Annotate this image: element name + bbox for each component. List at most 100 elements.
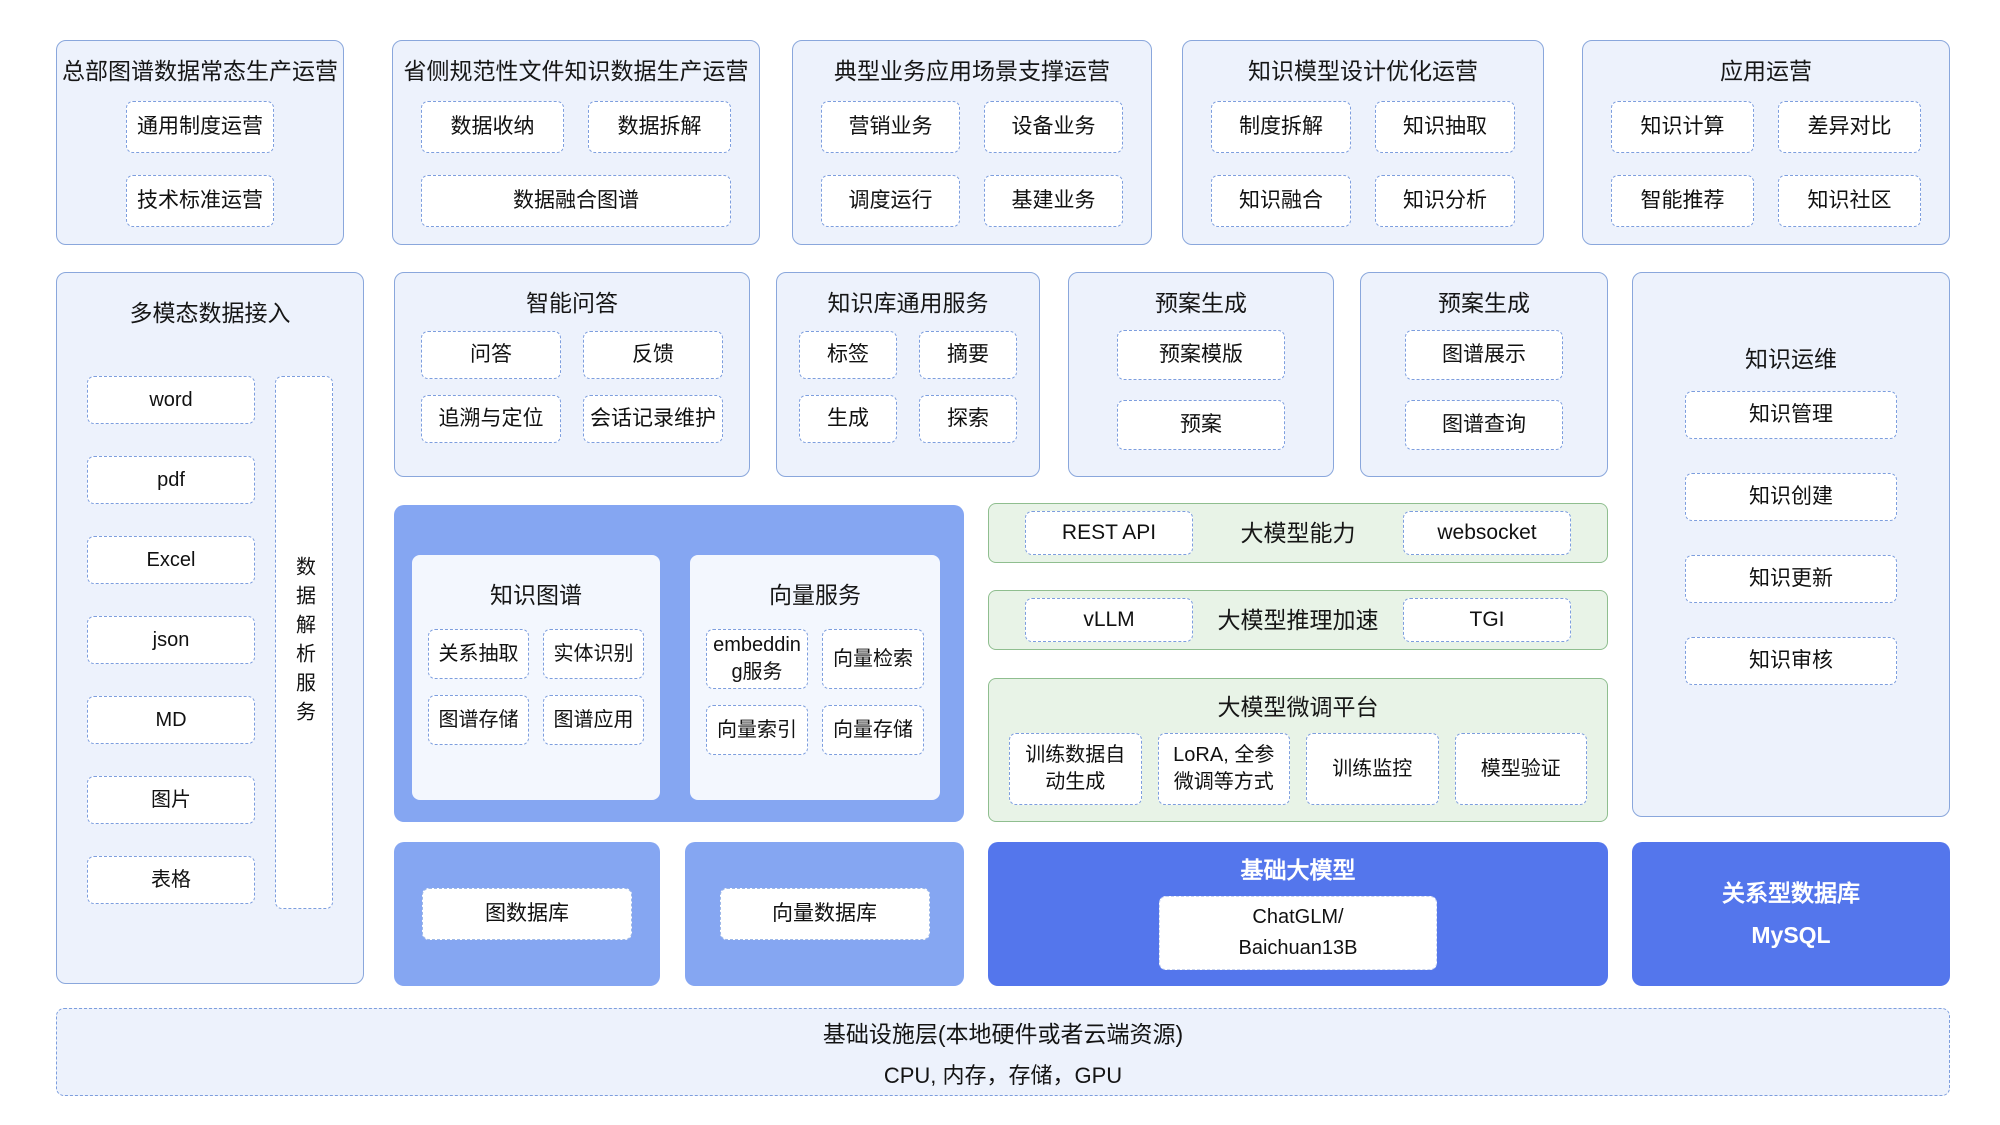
- chip: 制度拆解: [1211, 101, 1351, 153]
- panel-province-doc-production: 省侧规范性文件知识数据生产运营 数据收纳 数据拆解 数据融合图谱: [392, 40, 760, 245]
- chip-row: 训练数据自动生成 LoRA, 全参微调等方式 训练监控 模型验证: [989, 723, 1607, 805]
- panel-title: 多模态数据接入: [129, 300, 291, 326]
- panel-title: 典型业务应用场景支撑运营: [834, 58, 1110, 84]
- base-llm-box: 基础大模型 ChatGLM/ Baichuan13B: [988, 842, 1608, 986]
- chip-grid: embedding服务 向量检索 向量索引 向量存储: [690, 611, 940, 755]
- infra-resources: CPU, 内存，存储，GPU: [883, 1062, 1123, 1088]
- bar-title: 大模型微调平台: [1217, 694, 1379, 720]
- chip: 图数据库: [422, 888, 632, 940]
- panel-title: 预案生成: [1155, 290, 1247, 316]
- chip: Excel: [87, 536, 255, 584]
- chip: MD: [87, 696, 255, 744]
- panel-kb-common-services: 知识库通用服务 标签 摘要 生成 探索: [776, 272, 1040, 477]
- chip: 向量存储: [822, 705, 924, 755]
- chip: 图片: [87, 776, 255, 824]
- chip: 追溯与定位: [421, 395, 561, 443]
- chip: 生成: [799, 395, 897, 443]
- subpanel-title: 向量服务: [769, 582, 861, 608]
- chip: TGI: [1403, 598, 1571, 642]
- panel-title: 总部图谱数据常态生产运营: [62, 58, 338, 84]
- chip: 预案: [1116, 400, 1286, 450]
- box-title: MySQL: [1751, 922, 1831, 948]
- chip: 基建业务: [984, 175, 1123, 227]
- panel-title: 知识库通用服务: [827, 290, 989, 316]
- chip: 向量数据库: [719, 888, 930, 940]
- chip: word: [87, 376, 255, 424]
- chip: 知识计算: [1611, 101, 1754, 153]
- bar-title: 大模型推理加速: [1217, 607, 1379, 633]
- chip: 图谱展示: [1405, 330, 1563, 380]
- kg-vector-container: 知识图谱 关系抽取 实体识别 图谱存储 图谱应用 向量服务 embedding服…: [394, 505, 964, 822]
- chip-grid: 知识计算 差异对比 智能推荐 知识社区: [1583, 87, 1949, 227]
- chip-grid: 问答 反馈 追溯与定位 会话记录维护: [395, 319, 749, 443]
- model-name-line: Baichuan13B: [1238, 937, 1358, 959]
- panel-title: 省侧规范性文件知识数据生产运营: [403, 58, 749, 84]
- chip: 知识社区: [1778, 175, 1921, 227]
- box-title: 关系型数据库: [1722, 880, 1860, 906]
- chip-column: word pdf Excel json MD 图片 表格: [87, 376, 255, 904]
- chip: websocket: [1403, 511, 1571, 555]
- chip: 知识抽取: [1375, 101, 1515, 153]
- chip-grid: 预案模版 预案: [1069, 319, 1333, 450]
- llm-finetune-platform: 大模型微调平台 训练数据自动生成 LoRA, 全参微调等方式 训练监控 模型验证: [988, 678, 1608, 822]
- chip: 摘要: [919, 331, 1017, 379]
- chip: 训练监控: [1306, 733, 1439, 805]
- box-title: 基础大模型: [1240, 857, 1356, 883]
- relational-db-box: 关系型数据库 MySQL: [1632, 842, 1950, 986]
- panel-multimodal-input: 多模态数据接入 word pdf Excel json MD 图片 表格 数据解…: [56, 272, 364, 984]
- chip: vLLM: [1025, 598, 1193, 642]
- chip: 表格: [87, 856, 255, 904]
- chip: 知识审核: [1685, 637, 1897, 685]
- chip: 智能推荐: [1611, 175, 1754, 227]
- chip-grid: 制度拆解 知识抽取 知识融合 知识分析: [1183, 87, 1543, 227]
- panel-hq-graph-production: 总部图谱数据常态生产运营 通用制度运营 技术标准运营: [56, 40, 344, 245]
- panel-title: 应用运营: [1720, 58, 1812, 84]
- panel-title: 智能问答: [526, 290, 618, 316]
- chip: REST API: [1025, 511, 1193, 555]
- chip: LoRA, 全参微调等方式: [1157, 733, 1290, 805]
- chip: 图谱应用: [543, 695, 644, 745]
- chip: 标签: [799, 331, 897, 379]
- graph-db-box: 图数据库: [394, 842, 660, 986]
- chip: 技术标准运营: [126, 175, 274, 227]
- chip: json: [87, 616, 255, 664]
- chip-grid: 通用制度运营 技术标准运营: [57, 87, 343, 227]
- chip: 通用制度运营: [126, 101, 274, 153]
- panel-knowledge-ops: 知识运维 知识管理 知识创建 知识更新 知识审核: [1632, 272, 1950, 817]
- panel-plan-generation-2: 预案生成 图谱展示 图谱查询: [1360, 272, 1608, 477]
- panel-plan-generation-1: 预案生成 预案模版 预案: [1068, 272, 1334, 477]
- vector-db-box: 向量数据库: [685, 842, 964, 986]
- panel-application-ops: 应用运营 知识计算 差异对比 智能推荐 知识社区: [1582, 40, 1950, 245]
- chip: 知识管理: [1685, 391, 1897, 439]
- chip: 设备业务: [984, 101, 1123, 153]
- chip: 问答: [421, 331, 561, 379]
- chip: 知识融合: [1211, 175, 1351, 227]
- chip-grid: 标签 摘要 生成 探索: [777, 319, 1039, 443]
- chip-grid: 图谱展示 图谱查询: [1361, 319, 1607, 450]
- chip-grid: 营销业务 设备业务 调度运行 基建业务: [793, 87, 1151, 227]
- chip: 数据拆解: [588, 101, 731, 153]
- chip: 模型验证: [1454, 733, 1587, 805]
- panel-business-scenarios: 典型业务应用场景支撑运营 营销业务 设备业务 调度运行 基建业务: [792, 40, 1152, 245]
- chip: 向量索引: [706, 705, 808, 755]
- chip: embedding服务: [706, 629, 808, 689]
- panel-title: 知识运维: [1745, 346, 1837, 372]
- subpanel-vector-service: 向量服务 embedding服务 向量检索 向量索引 向量存储: [690, 555, 940, 800]
- subpanel-knowledge-graph: 知识图谱 关系抽取 实体识别 图谱存储 图谱应用: [412, 555, 660, 800]
- chip: 关系抽取: [428, 629, 529, 679]
- chip: 训练数据自动生成: [1009, 733, 1142, 805]
- chip: 差异对比: [1778, 101, 1921, 153]
- chip: 知识更新: [1685, 555, 1897, 603]
- chip: 探索: [919, 395, 1017, 443]
- chip: 营销业务: [821, 101, 960, 153]
- chip: 向量检索: [822, 629, 924, 689]
- chip: 图谱查询: [1405, 400, 1563, 450]
- chip: ChatGLM/ Baichuan13B: [1159, 896, 1437, 970]
- chip: 数据融合图谱: [421, 175, 731, 227]
- chip: 反馈: [583, 331, 723, 379]
- chip: 调度运行: [821, 175, 960, 227]
- chip-grid: 关系抽取 实体识别 图谱存储 图谱应用: [412, 611, 660, 745]
- model-name-line: ChatGLM/: [1252, 906, 1344, 928]
- chip: 会话记录维护: [583, 395, 723, 443]
